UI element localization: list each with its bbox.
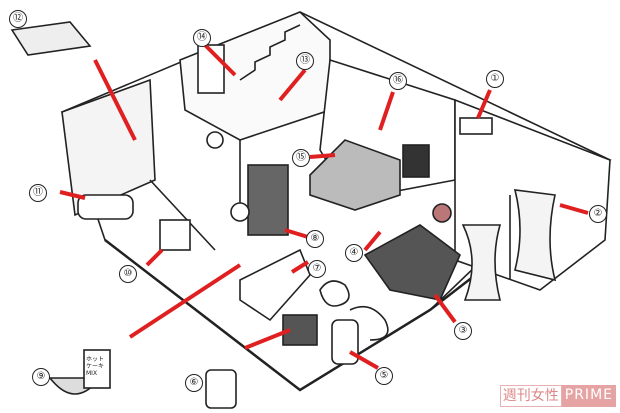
bathroom-wall (61, 78, 156, 217)
arrow (559, 203, 589, 215)
callout-3: ③ (454, 322, 472, 340)
pancake-mix-box (83, 349, 111, 389)
arrow (349, 350, 379, 370)
refrigerator (247, 164, 289, 236)
watermark-en: PRIME (561, 385, 616, 407)
arrow (363, 230, 382, 252)
tv (402, 144, 430, 178)
callout-9: ⑨ (32, 368, 50, 386)
callout-2: ② (589, 205, 607, 223)
callout-7: ⑦ (308, 260, 326, 278)
callout-15: ⑮ (292, 149, 310, 167)
arrow (93, 59, 137, 141)
callout-6: ⑥ (185, 374, 203, 392)
arrow (284, 228, 309, 239)
person (206, 131, 224, 149)
arrow (309, 153, 336, 159)
callout-11: ⑪ (29, 184, 47, 202)
washing-machine (159, 219, 191, 251)
callout-10: ⑩ (119, 265, 137, 283)
callout-14: ⑭ (193, 29, 211, 47)
callout-4: ④ (345, 244, 363, 262)
callout-12: ⑫ (9, 10, 27, 28)
person (230, 202, 250, 222)
curtain (461, 224, 502, 301)
callout-1: ① (486, 70, 504, 88)
callout-13: ⑬ (296, 52, 314, 70)
bathtub (77, 194, 134, 220)
bath-mat (10, 21, 92, 56)
arrow (378, 91, 395, 131)
watermark-jp: 週刊女性 (499, 385, 562, 407)
arrow (244, 328, 291, 350)
callout-16: ⑯ (389, 72, 407, 90)
bed (309, 139, 401, 211)
arrow (290, 260, 310, 274)
curtain (513, 189, 557, 282)
arrow (59, 190, 86, 200)
person (432, 203, 452, 223)
arrow (145, 248, 164, 267)
kitchen-counter (239, 248, 311, 322)
callout-5: ⑤ (375, 367, 393, 385)
kotatsu (363, 224, 461, 301)
arrow (203, 43, 237, 77)
red-arrows (59, 43, 589, 370)
dust-cloud (319, 280, 350, 307)
arrow (128, 263, 242, 339)
humidifier (205, 369, 237, 409)
callout-8: ⑧ (306, 230, 324, 248)
dust-cloud (349, 305, 389, 341)
fan-heater (331, 319, 359, 365)
stairs (239, 24, 301, 81)
arrow (476, 89, 492, 119)
watermark: 週刊女性 PRIME (499, 385, 616, 407)
arrow (433, 293, 457, 324)
air-conditioner (459, 117, 493, 135)
pancake-mix-label: ホット ケーキ MIX (86, 356, 105, 377)
wall-divider (149, 179, 216, 251)
arrow (278, 68, 307, 102)
